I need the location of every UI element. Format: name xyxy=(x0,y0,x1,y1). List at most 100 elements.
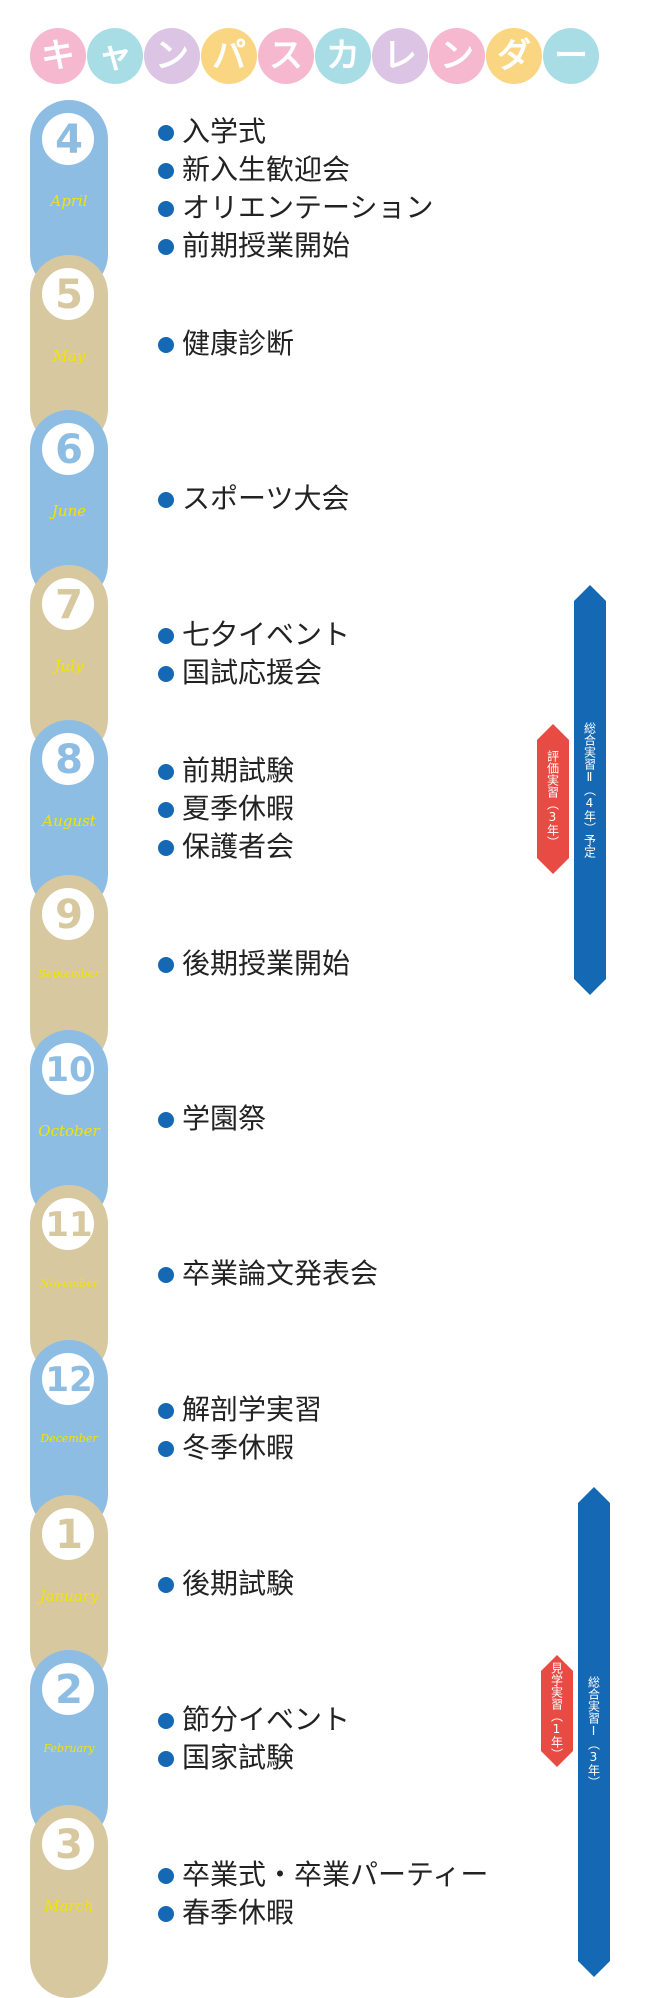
event-item: 解剖学実習 xyxy=(158,1388,322,1428)
event-label: 入学式 xyxy=(182,114,267,148)
event-item: 国家試験 xyxy=(158,1736,294,1776)
calendar-title: キャンパスカレンダー xyxy=(30,28,600,84)
bullet-icon xyxy=(158,1751,174,1767)
bullet-icon xyxy=(158,764,174,780)
bullet-icon xyxy=(158,666,174,682)
event-item: 後期授業開始 xyxy=(158,942,350,982)
event-label: 卒業式・卒業パーティー xyxy=(182,1857,489,1891)
bullet-icon xyxy=(158,163,174,179)
bullet-icon xyxy=(158,1403,174,1419)
event-item: 卒業式・卒業パーティー xyxy=(158,1853,488,1893)
event-item: 入学式 xyxy=(158,110,266,150)
hyoka-jisshu-label: 評価実習（3年） xyxy=(545,750,560,848)
bullet-icon xyxy=(158,1713,174,1729)
month-badge xyxy=(39,110,97,168)
title-char: ー xyxy=(543,28,599,84)
event-item: 冬季休暇 xyxy=(158,1426,294,1466)
month-name: September xyxy=(38,967,100,980)
month-badge xyxy=(39,1040,97,1098)
title-char: ダ xyxy=(486,28,542,84)
month-number: 10 xyxy=(45,1050,93,1090)
month-badge xyxy=(39,265,97,323)
event-label: 学園祭 xyxy=(182,1101,267,1135)
title-char: キ xyxy=(30,28,86,84)
sogo-jisshu-1-label: 総合実習Ⅰ（3年） xyxy=(586,1676,601,1788)
event-label: 卒業論文発表会 xyxy=(182,1256,379,1290)
event-label: 解剖学実習 xyxy=(182,1392,323,1426)
event-label: 後期授業開始 xyxy=(182,946,351,980)
title-char: レ xyxy=(372,28,428,84)
event-item: 節分イベント xyxy=(158,1698,350,1738)
month-name: April xyxy=(50,192,88,210)
event-label: 保護者会 xyxy=(182,829,295,863)
event-label: 後期試験 xyxy=(182,1566,295,1600)
event-item: 前期授業開始 xyxy=(158,224,350,264)
month-number: 3 xyxy=(55,1822,83,1868)
bullet-icon xyxy=(158,628,174,644)
bullet-icon xyxy=(158,1441,174,1457)
month-badge xyxy=(39,730,97,788)
sogo-jisshu-2-bar: 総合実習Ⅱ（4年）予定 xyxy=(574,585,606,995)
event-item: 夏季休暇 xyxy=(158,787,294,827)
event-item: 前期試験 xyxy=(158,749,294,789)
bullet-icon xyxy=(158,802,174,818)
sogo-jisshu-1-bar: 総合実習Ⅰ（3年） xyxy=(578,1487,610,1977)
event-label: 国家試験 xyxy=(182,1740,295,1774)
bullet-icon xyxy=(158,957,174,973)
month-badge xyxy=(39,420,97,478)
kengaku-jisshu-label: 見学実習（1年） xyxy=(549,1662,564,1760)
title-char: ン xyxy=(144,28,200,84)
month-badge xyxy=(39,575,97,633)
event-item: 学園祭 xyxy=(158,1097,266,1137)
month-number: 1 xyxy=(55,1512,83,1558)
month-number: 11 xyxy=(45,1205,93,1245)
title-char: カ xyxy=(315,28,371,84)
event-item: オリエンテーション xyxy=(158,186,433,226)
event-label: スポーツ大会 xyxy=(182,481,350,515)
event-item: 卒業論文発表会 xyxy=(158,1252,378,1292)
bullet-icon xyxy=(158,337,174,353)
title-char: ャ xyxy=(87,28,143,84)
event-label: 七夕イベント xyxy=(182,617,351,651)
event-item: 新入生歓迎会 xyxy=(158,148,350,188)
month-badge xyxy=(39,1350,97,1408)
month-name: May xyxy=(52,347,86,365)
title-char: パ xyxy=(201,28,257,84)
bullet-icon xyxy=(158,840,174,856)
hyoka-jisshu-bar: 評価実習（3年） xyxy=(537,724,569,874)
bullet-icon xyxy=(158,492,174,508)
month-name: January xyxy=(39,1587,99,1605)
event-label: 前期試験 xyxy=(182,753,295,787)
month-number: 9 xyxy=(55,892,83,938)
month-badge xyxy=(39,1815,97,1873)
bullet-icon xyxy=(158,1267,174,1283)
month-number: 2 xyxy=(55,1667,83,1713)
event-label: 前期授業開始 xyxy=(182,228,351,262)
bullet-icon xyxy=(158,201,174,217)
event-item: 春季休暇 xyxy=(158,1891,294,1931)
event-item: 国試応援会 xyxy=(158,651,322,691)
event-item: 保護者会 xyxy=(158,825,294,865)
kengaku-jisshu-bar: 見学実習（1年） xyxy=(541,1655,573,1767)
month-number: 5 xyxy=(55,272,83,318)
event-label: 国試応援会 xyxy=(182,655,323,689)
bullet-icon xyxy=(158,1577,174,1593)
event-label: 健康診断 xyxy=(182,326,295,360)
event-label: 節分イベント xyxy=(182,1702,351,1736)
bullet-icon xyxy=(158,1868,174,1884)
month-name: December xyxy=(40,1432,98,1445)
bullet-icon xyxy=(158,125,174,141)
month-badge xyxy=(39,1660,97,1718)
event-item: 七夕イベント xyxy=(158,613,350,653)
event-item: スポーツ大会 xyxy=(158,477,349,517)
month-badge xyxy=(39,1505,97,1563)
title-char: ン xyxy=(429,28,485,84)
month-name: March xyxy=(44,1897,94,1915)
bullet-icon xyxy=(158,239,174,255)
